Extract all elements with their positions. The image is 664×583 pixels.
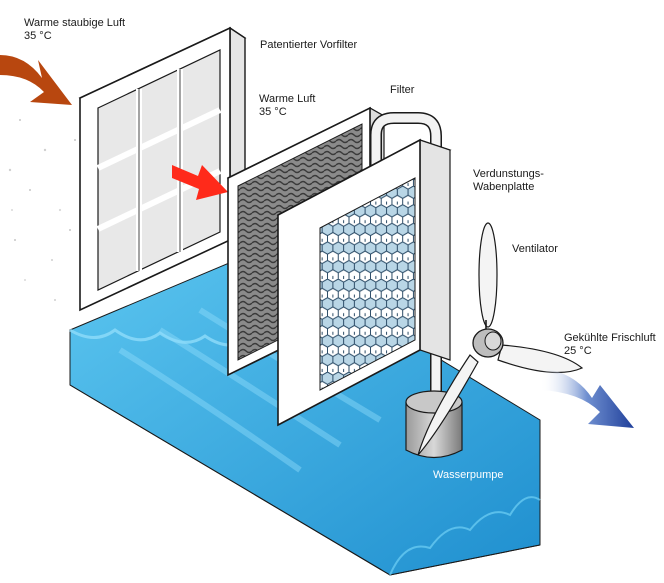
label-outlet: Gekühlte Frischluft 25 °C: [564, 332, 656, 358]
hot-air-arrow: [0, 55, 72, 105]
label-warm-air-line2: 35 °C: [259, 106, 287, 118]
water-pipe: [370, 112, 442, 400]
label-inlet-line1: Warme staubige Luft: [24, 17, 126, 29]
warm-air-arrow: [172, 165, 228, 200]
label-pump-text: Wasserpumpe: [433, 469, 504, 481]
label-fan-text: Ventilator: [512, 243, 558, 255]
label-honeycomb-line1: Verdunstungs-: [473, 168, 544, 180]
label-pump: Wasserpumpe: [433, 469, 504, 482]
dust-speckle: [8, 99, 83, 301]
label-warm-air-line1: Warme Luft: [259, 93, 316, 105]
label-prefilter-text: Patentierter Vorfilter: [260, 39, 358, 51]
label-inlet-line2: 35 °C: [24, 30, 52, 42]
label-filter: Filter: [390, 84, 414, 97]
label-warm-air: Warme Luft 35 °C: [259, 93, 315, 119]
label-filter-text: Filter: [390, 84, 415, 96]
cool-air-arrow: [540, 368, 634, 428]
label-honeycomb-line2: Wabenplatte: [473, 181, 535, 193]
label-fan: Ventilator: [512, 243, 558, 256]
fan: [417, 222, 584, 456]
label-inlet: Warme staubige Luft 35 °C: [24, 17, 125, 43]
label-outlet-line1: Gekühlte Frischluft: [564, 332, 656, 344]
honeycomb-pad: [276, 138, 452, 427]
prefilter-frame: [78, 26, 247, 312]
label-outlet-line2: 25 °C: [564, 345, 592, 357]
label-prefilter: Patentierter Vorfilter: [260, 39, 357, 52]
label-honeycomb: Verdunstungs- Wabenplatte: [473, 168, 544, 194]
